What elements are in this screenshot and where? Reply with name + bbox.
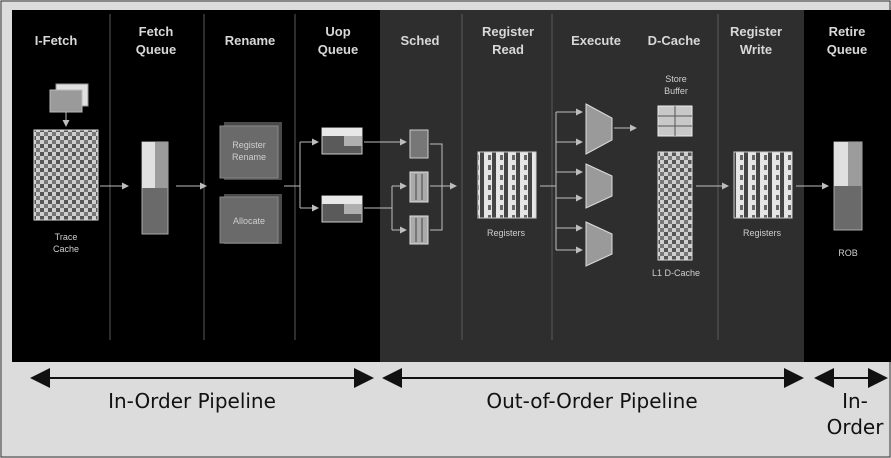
scheduler-blocks [409,129,429,245]
fetch-queue-block [141,141,169,235]
uop-queue-blocks [321,127,363,223]
allocate-block: Allocate [219,194,282,244]
registers-write-label: Registers [743,228,782,238]
registers-read-label: Registers [487,228,526,238]
stage-dividers [109,14,719,340]
stage-header-ifetch: I-Fetch [35,33,78,48]
stage-header-execute: Execute [571,33,621,48]
allocate-label: Allocate [233,216,265,226]
stage-header-sched: Sched [400,33,439,48]
trace-cache-array [33,129,99,221]
in-order-end-label: In-Order [827,389,885,439]
rob-block: ROB [833,141,863,258]
stage-header-dcache: D-Cache [648,33,701,48]
stage-header-rename: Rename [225,33,276,48]
execute-units [585,103,613,267]
register-read-file: Registers [477,151,537,238]
out-of-order-pipeline-label: Out-of-Order Pipeline [486,389,697,413]
rob-label: ROB [838,248,858,258]
l1-dcache-block: L1 D-Cache [652,151,700,278]
register-write-file: Registers [733,151,793,238]
l1-dcache-label: L1 D-Cache [652,268,700,278]
flow-arrows [100,108,829,254]
in-order-pipeline-label: In-Order Pipeline [108,389,276,413]
